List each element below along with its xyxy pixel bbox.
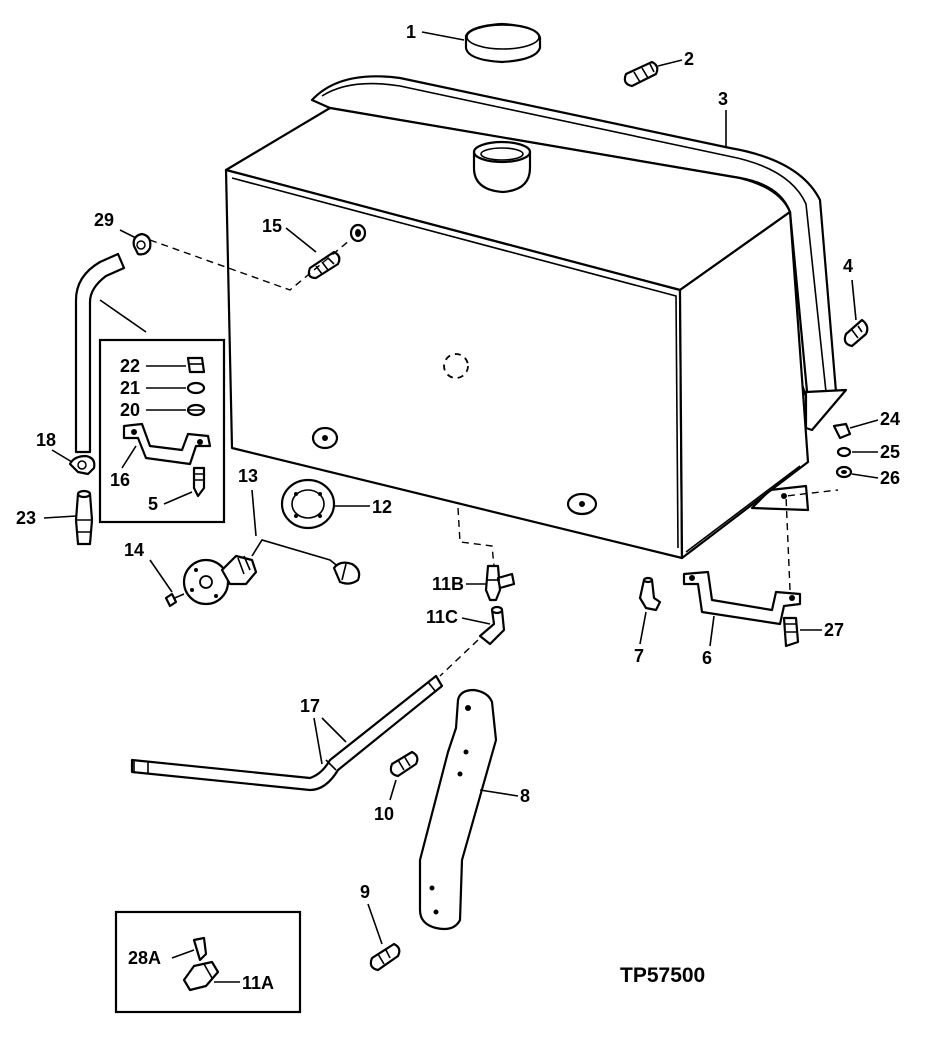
callout-7: 7 bbox=[634, 646, 644, 666]
callout-18: 18 bbox=[36, 430, 56, 450]
callout-21: 21 bbox=[120, 378, 140, 398]
callout-15: 15 bbox=[262, 216, 282, 236]
part-24-nut: 24 bbox=[832, 409, 900, 440]
part-25-washer: 25 bbox=[836, 442, 900, 462]
part-1-fuel-cap: 1 bbox=[406, 22, 542, 64]
callout-23: 23 bbox=[16, 508, 36, 528]
part-17-fuel-line: 17 bbox=[130, 674, 444, 792]
part-27-bolt: 27 bbox=[782, 616, 844, 648]
callout-13: 13 bbox=[238, 466, 258, 486]
callout-24: 24 bbox=[880, 409, 900, 429]
callout-16: 16 bbox=[110, 470, 130, 490]
callout-11a: 11A bbox=[242, 973, 274, 993]
callout-25: 25 bbox=[880, 442, 900, 462]
callout-4: 4 bbox=[843, 256, 853, 276]
callout-17: 17 bbox=[300, 696, 320, 716]
callout-5: 5 bbox=[148, 494, 158, 514]
part-29-hose-clamp: 29 bbox=[94, 210, 152, 256]
part-8-support-bracket: 8 bbox=[418, 688, 530, 931]
part-4-fitting: 4 bbox=[843, 256, 869, 348]
callout-6: 6 bbox=[702, 648, 712, 668]
callout-1: 1 bbox=[406, 22, 416, 42]
callout-11b: 11B bbox=[432, 574, 464, 594]
callout-26: 26 bbox=[880, 468, 900, 488]
inset-mount-hardware: 22 21 20 16 5 bbox=[98, 338, 226, 524]
callout-27: 27 bbox=[824, 620, 844, 640]
callout-14: 14 bbox=[124, 540, 144, 560]
callout-2: 2 bbox=[684, 49, 694, 69]
part-14-screw: 14 bbox=[124, 540, 185, 608]
part-26-lock-washer: 26 bbox=[835, 465, 900, 488]
part-7-drain-valve: 7 bbox=[634, 576, 662, 666]
callout-29: 29 bbox=[94, 210, 114, 230]
vent-hose bbox=[74, 252, 126, 454]
part-9-clip: 9 bbox=[360, 882, 401, 972]
part-10-clip: 10 bbox=[374, 750, 419, 824]
part-15-drain-fitting: 15 bbox=[262, 216, 367, 280]
part-2-bushing: 2 bbox=[623, 49, 694, 88]
part-6-mounting-strap: 6 bbox=[682, 570, 802, 668]
part-12-gasket: 12 bbox=[280, 478, 392, 530]
part-11b-shutoff-valve: 11B bbox=[432, 564, 516, 602]
callout-22: 22 bbox=[120, 356, 140, 376]
fuel-tank-body bbox=[224, 106, 810, 560]
callout-20: 20 bbox=[120, 400, 140, 420]
inset-valve-assembly: 28A 11A bbox=[114, 910, 302, 1014]
callout-10: 10 bbox=[374, 804, 394, 824]
callout-3: 3 bbox=[718, 89, 728, 109]
callout-28a: 28A bbox=[128, 948, 161, 968]
part-13-fuel-gauge-sender: 13 bbox=[182, 466, 361, 606]
part-23-connector: 23 bbox=[16, 489, 94, 546]
callout-11c: 11C bbox=[426, 607, 458, 627]
part-11c-elbow: 11C bbox=[426, 605, 506, 646]
callout-12: 12 bbox=[372, 497, 392, 517]
part-18-clamp: 18 bbox=[36, 430, 96, 476]
figure-id: TP57500 bbox=[620, 964, 705, 987]
callout-8: 8 bbox=[520, 786, 530, 806]
callout-9: 9 bbox=[360, 882, 370, 902]
